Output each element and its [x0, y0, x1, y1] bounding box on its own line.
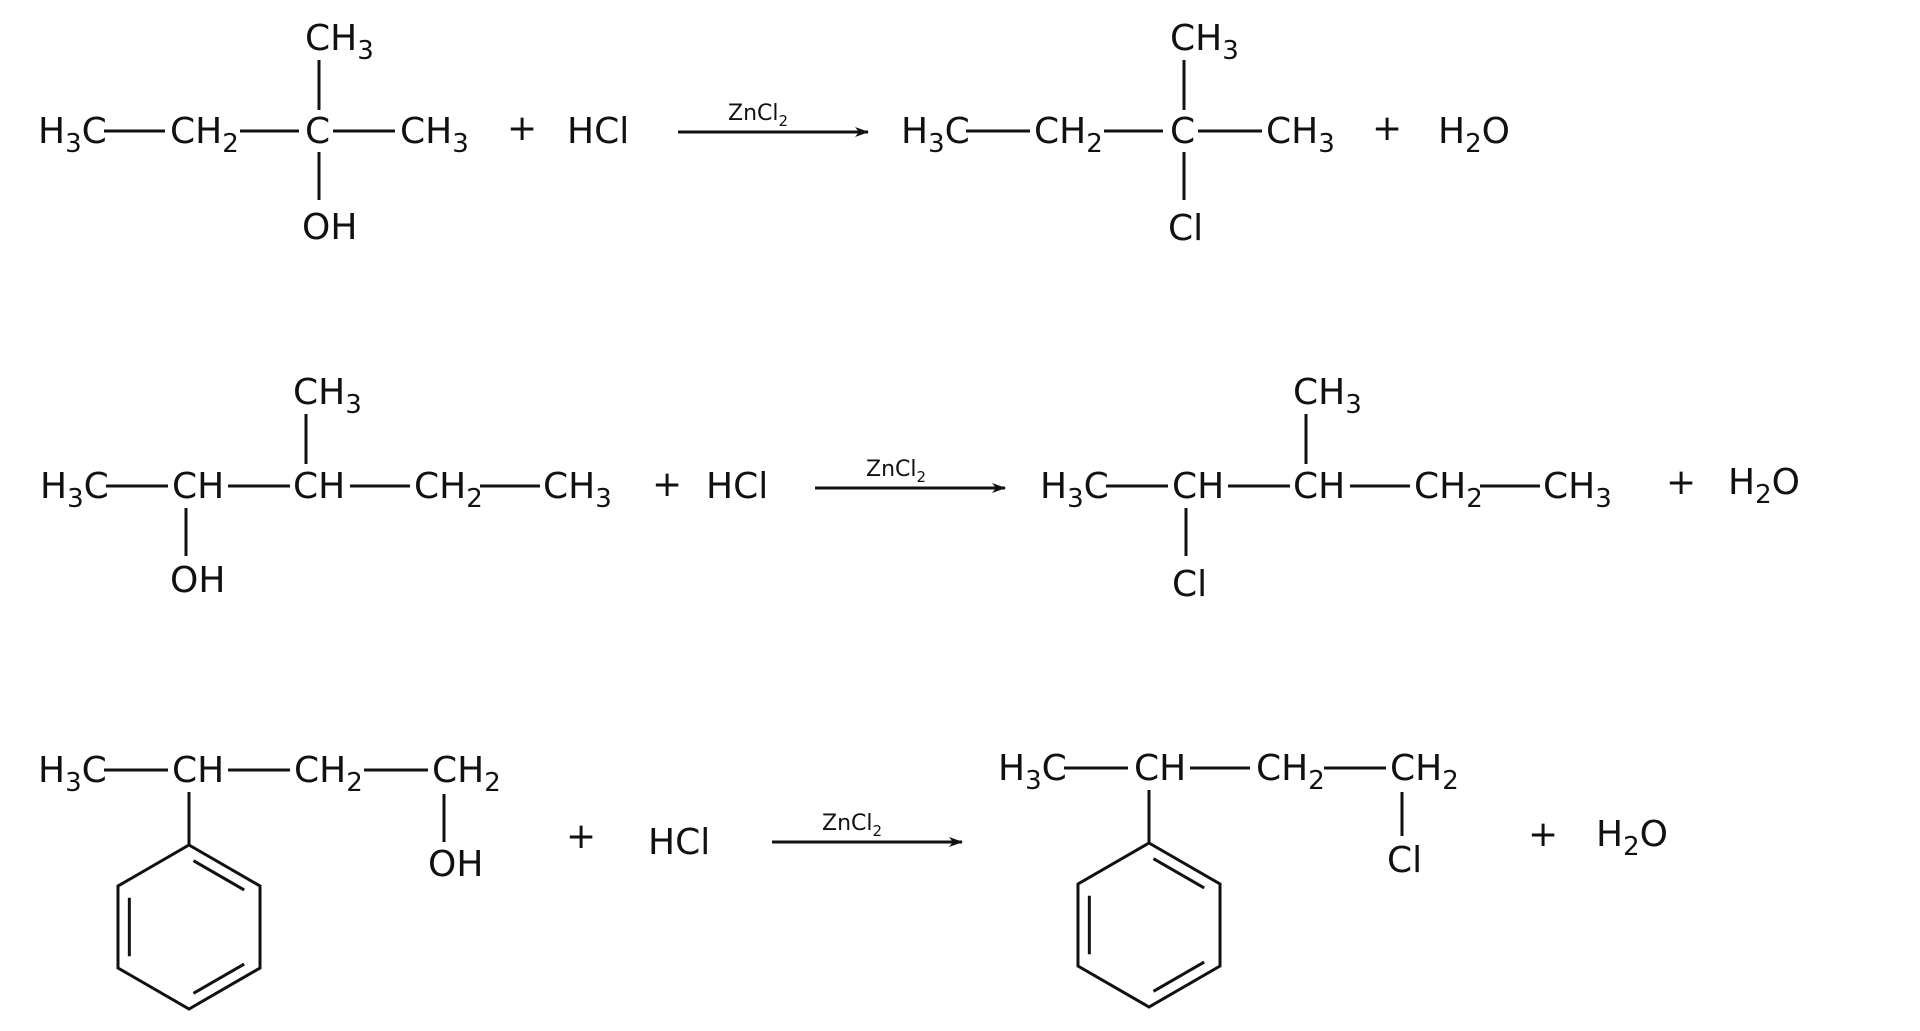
product-atom: CH3 — [1170, 18, 1239, 66]
reactant-atom: CH2 — [294, 750, 363, 798]
plus-sign: + — [507, 108, 537, 149]
catalyst-label: ZnCl2 — [866, 457, 926, 486]
reactant-atom: OH — [170, 560, 225, 601]
reactant-atom: OH — [302, 207, 357, 248]
reactant-atom: CH3 — [400, 111, 469, 159]
reactant-atom: CH — [172, 750, 224, 791]
reactant-atom: CH3 — [543, 466, 612, 514]
reactant-atom: H3C — [38, 750, 107, 798]
product-atom: CH2 — [1390, 748, 1459, 796]
plus-sign: + — [1666, 462, 1696, 503]
reactant-atom: CH3 — [305, 18, 374, 66]
product-atom: CH3 — [1543, 466, 1612, 514]
reactant-atom: CH3 — [293, 372, 362, 420]
catalyst-label: ZnCl2 — [822, 811, 882, 840]
product-atom: CH — [1172, 466, 1224, 507]
benzene-ring — [116, 843, 262, 1011]
reactant-atom: OH — [428, 844, 483, 885]
product-atom: H3C — [1040, 466, 1109, 514]
product-atom: Cl — [1172, 564, 1207, 605]
byproduct-label: H2O — [1728, 462, 1800, 510]
product-atom: CH3 — [1266, 111, 1335, 159]
product-atom: C — [1170, 111, 1195, 152]
reactant-atom: H3C — [40, 466, 109, 514]
reagent-label: HCl — [706, 466, 768, 507]
product-atom: Cl — [1168, 208, 1203, 249]
product-atom: H3C — [901, 111, 970, 159]
product-atom: H3C — [998, 748, 1067, 796]
reagent-label: HCl — [648, 822, 710, 863]
reactant-atom: CH — [293, 466, 345, 507]
reactant-atom: CH2 — [432, 750, 501, 798]
reactant-atom: C — [305, 111, 330, 152]
ring-double-bond — [1152, 960, 1205, 993]
ring-double-bond — [1152, 857, 1205, 890]
plus-sign: + — [652, 464, 682, 505]
reactant-atom: CH2 — [414, 466, 483, 514]
product-atom: CH3 — [1293, 372, 1362, 420]
product-atom: CH2 — [1256, 748, 1325, 796]
reactant-atom: H3C — [38, 111, 107, 159]
plus-sign: + — [1528, 814, 1558, 855]
reactant-atom: CH — [172, 466, 224, 507]
product-atom: CH2 — [1414, 466, 1483, 514]
plus-sign: + — [1372, 108, 1402, 149]
ring-double-bond — [192, 962, 245, 995]
benzene-ring — [1076, 841, 1222, 1009]
product-atom: CH — [1293, 466, 1345, 507]
byproduct-label: H2O — [1596, 814, 1668, 862]
reactant-atom: CH2 — [170, 111, 239, 159]
product-atom: CH — [1134, 748, 1186, 789]
plus-sign: + — [566, 816, 596, 857]
byproduct-label: H2O — [1438, 111, 1510, 159]
product-atom: CH2 — [1034, 111, 1103, 159]
reagent-label: HCl — [567, 111, 629, 152]
product-atom: Cl — [1387, 840, 1422, 881]
ring-double-bond — [192, 859, 245, 892]
catalyst-label: ZnCl2 — [728, 101, 788, 130]
